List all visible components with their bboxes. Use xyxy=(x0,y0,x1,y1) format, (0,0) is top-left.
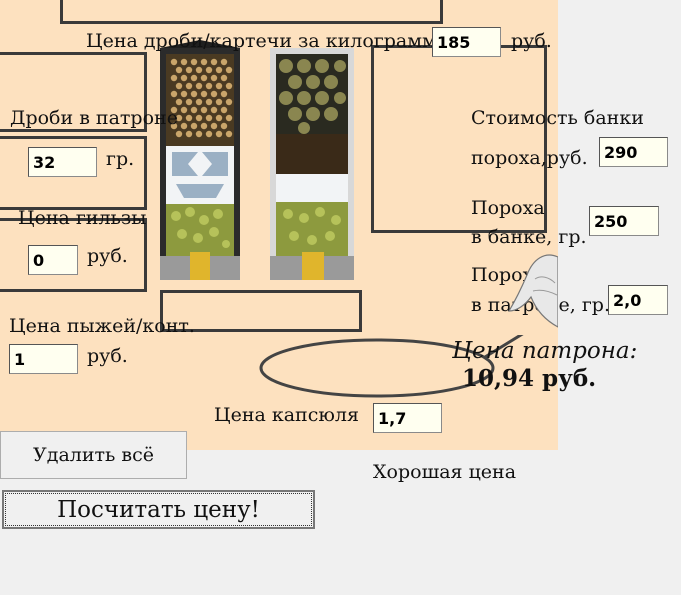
frame-hull xyxy=(0,218,147,292)
powder-can-price-input[interactable] xyxy=(599,137,668,167)
powder-in-can-label-1: Пороха xyxy=(471,197,545,219)
frame-bottom xyxy=(160,290,362,332)
primer-price-label: Цена капсюля xyxy=(214,404,359,426)
pointing-hand-icon xyxy=(507,254,558,328)
powder-in-shell-input[interactable] xyxy=(608,285,668,315)
primer-price-input[interactable] xyxy=(373,403,442,433)
hull-price-unit: руб. xyxy=(87,245,128,267)
hull-price-label: Цена гильзы xyxy=(18,207,147,229)
shot-price-unit: руб. xyxy=(511,30,552,52)
result-title: Цена патрона: xyxy=(452,338,638,364)
frame-shot xyxy=(0,52,147,132)
shot-price-input[interactable] xyxy=(432,27,501,57)
powder-can-price-label-2: пороха,руб. xyxy=(471,147,588,169)
powder-in-can-input[interactable] xyxy=(589,206,659,236)
calculator-panel: Цена дроби/картечи за килограмм руб. Дро… xyxy=(0,0,668,450)
shot-price-label: Цена дроби/картечи за килограмм xyxy=(86,30,437,52)
result-value: 10,94 руб. xyxy=(462,365,597,392)
powder-in-can-label-2: в банке, гр. xyxy=(471,226,587,248)
frame-top xyxy=(60,0,443,24)
calculate-price-button[interactable]: Посчитать цену! xyxy=(2,490,315,529)
wad-price-unit: руб. xyxy=(87,345,128,367)
shot-in-shell-unit: гр. xyxy=(106,148,135,170)
wad-price-input[interactable] xyxy=(9,344,78,374)
shot-in-shell-label: Дроби в патроне xyxy=(10,107,178,129)
result-highlight-oval xyxy=(259,335,524,398)
clear-all-button[interactable]: Удалить всё xyxy=(0,431,187,479)
wad-price-label: Цена пыжей/конт. xyxy=(9,315,195,337)
hull-price-input[interactable] xyxy=(28,245,78,275)
powder-can-price-label-1: Стоимость банки xyxy=(471,107,644,129)
shotgun-shell-cutaway-icon xyxy=(160,40,354,280)
result-verdict: Хорошая цена xyxy=(373,461,517,483)
frame-shot-weight xyxy=(0,136,147,210)
shot-in-shell-input[interactable] xyxy=(28,147,97,177)
